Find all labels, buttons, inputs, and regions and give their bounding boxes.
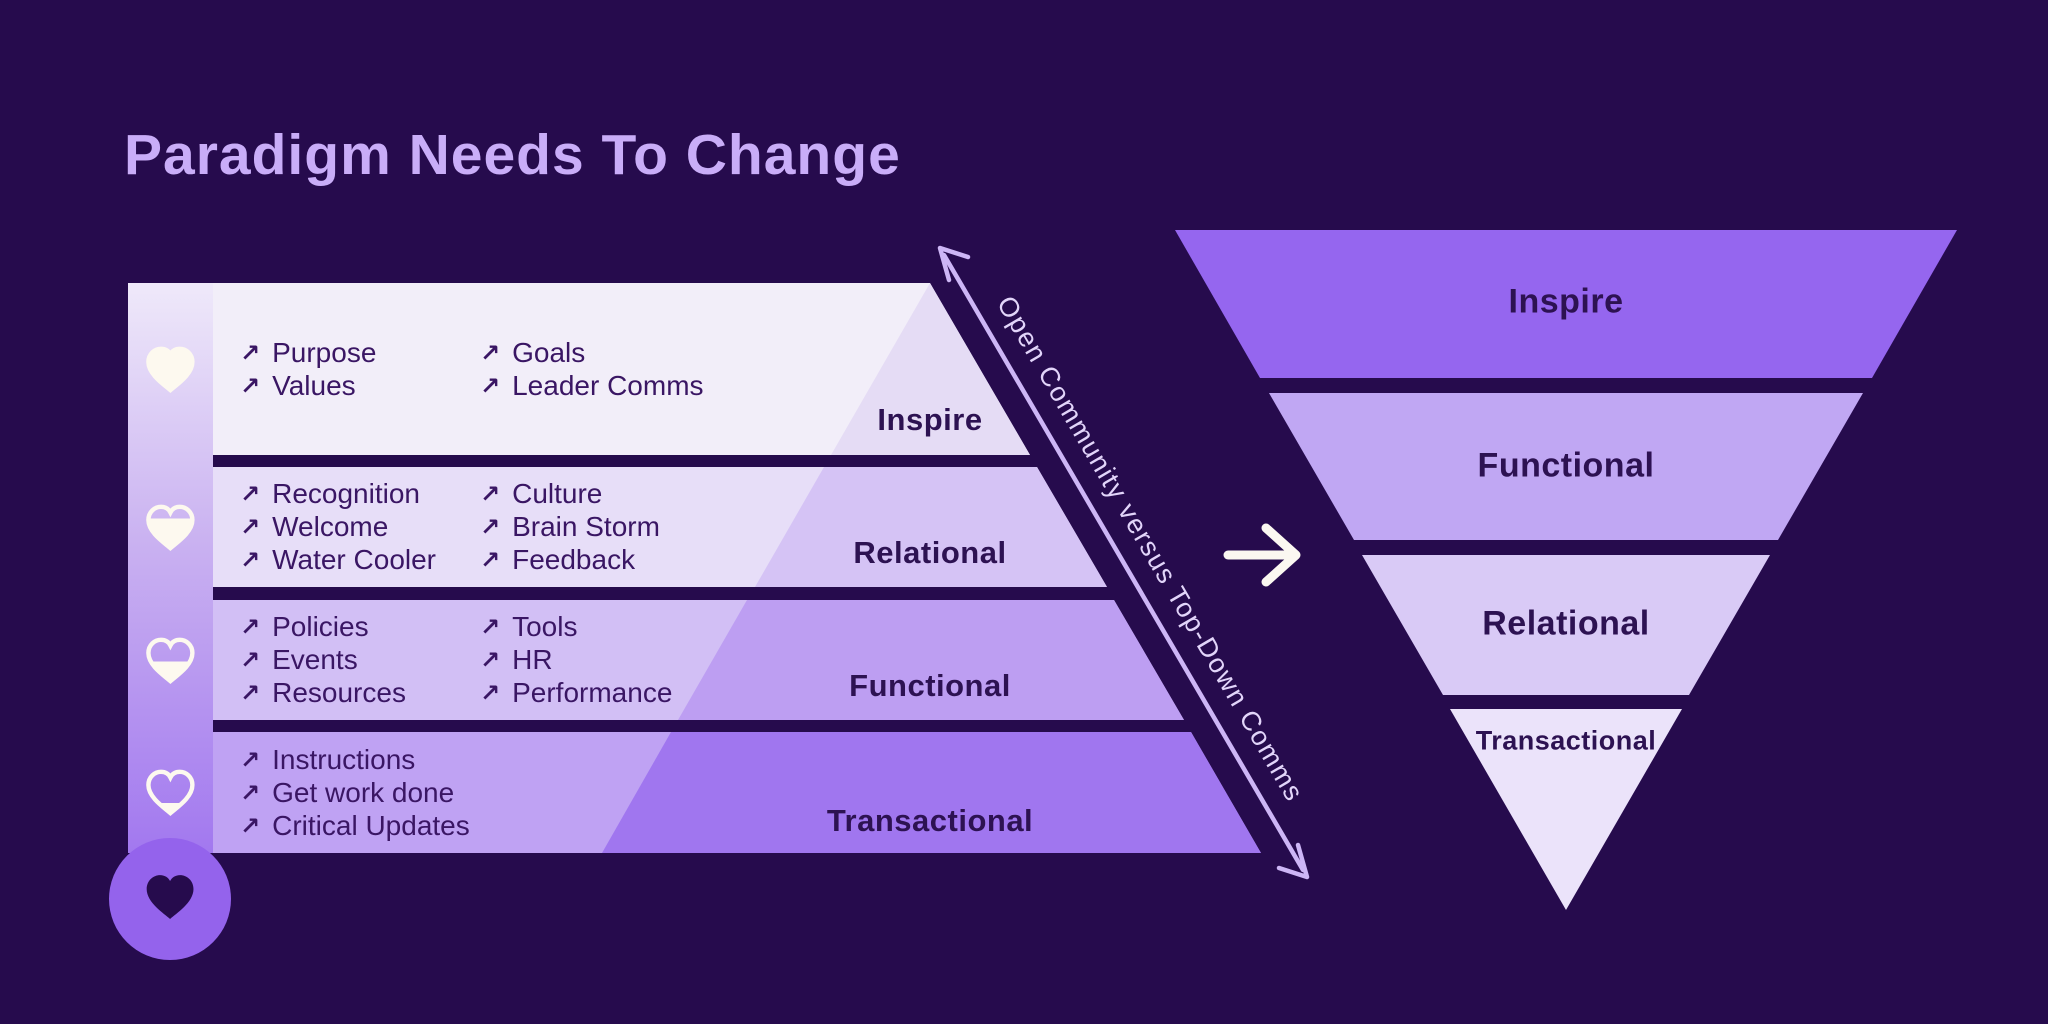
left-level-label-transactional: Transactional — [826, 803, 1034, 838]
up-right-arrow-icon: ↗ — [480, 646, 501, 674]
list-item: ↗ Welcome — [240, 511, 480, 544]
up-right-arrow-icon: ↗ — [240, 371, 261, 400]
list-item: ↗ Water Cooler — [240, 544, 480, 577]
items-column: ↗ Policies ↗ Events ↗ Resources — [240, 611, 480, 710]
item-label: Leader Comms — [512, 369, 704, 401]
items-column: ↗ Goals ↗ Leader Comms — [480, 336, 704, 402]
up-right-arrow-icon: ↗ — [240, 338, 261, 367]
item-label: Welcome — [272, 511, 389, 542]
item-label: Purpose — [272, 336, 377, 368]
list-item: ↗ Events — [240, 644, 480, 677]
list-item: ↗ Tools — [480, 611, 672, 644]
list-item: ↗ Brain Storm — [480, 511, 660, 544]
item-label: Instructions — [272, 743, 416, 775]
up-right-arrow-icon: ↗ — [240, 513, 261, 541]
row-inspire-items: ↗ Purpose ↗ Values ↗ Goals ↗ Leader Comms — [240, 283, 704, 455]
item-label: Values — [272, 369, 356, 401]
items-column: ↗ Instructions ↗ Get work done ↗ Critical U… — [240, 743, 480, 842]
up-right-arrow-icon: ↗ — [240, 745, 261, 774]
list-item: ↗ Values — [240, 369, 480, 402]
up-right-arrow-icon: ↗ — [480, 371, 501, 400]
list-item: ↗ HR — [480, 644, 672, 677]
items-column: ↗ Purpose ↗ Values — [240, 336, 480, 402]
list-item: ↗ Instructions — [240, 743, 480, 776]
up-right-arrow-icon: ↗ — [240, 679, 261, 707]
up-right-arrow-icon: ↗ — [480, 338, 501, 367]
right-level-relational-band — [1362, 555, 1770, 695]
item-label: Goals — [512, 336, 586, 368]
row-functional-items: ↗ Policies ↗ Events ↗ Resources ↗ Tools ↗ HR … — [240, 600, 672, 720]
list-item: ↗ Recognition — [240, 478, 480, 511]
item-label: Recognition — [272, 478, 420, 509]
pyramid-overlay-inspire — [831, 283, 1030, 455]
up-right-arrow-icon: ↗ — [240, 778, 261, 807]
right-level-label-inspire: Inspire — [1508, 282, 1624, 321]
up-right-arrow-icon: ↗ — [240, 613, 261, 641]
left-level-label-functional: Functional — [849, 668, 1011, 703]
right-level-functional-band — [1269, 393, 1863, 540]
up-right-arrow-icon: ↗ — [480, 546, 501, 574]
up-right-arrow-icon: ↗ — [240, 546, 261, 574]
left-level-label-inspire: Inspire — [877, 402, 983, 437]
up-right-arrow-icon: ↗ — [480, 480, 501, 508]
list-item: ↗ Feedback — [480, 544, 660, 577]
item-label: Feedback — [512, 544, 636, 575]
item-label: Water Cooler — [272, 544, 437, 575]
up-right-arrow-icon: ↗ — [480, 513, 501, 541]
right-level-inspire-band — [1175, 230, 1957, 378]
list-item: ↗ Purpose — [240, 336, 480, 369]
item-label: Performance — [512, 677, 673, 708]
up-right-arrow-icon: ↗ — [240, 480, 261, 508]
items-column: ↗ Recognition ↗ Welcome ↗ Water Cooler — [240, 478, 480, 577]
list-item: ↗ Resources — [240, 677, 480, 710]
items-column: ↗ Tools ↗ HR ↗ Performance — [480, 611, 672, 710]
list-item: ↗ Goals — [480, 336, 704, 369]
right-level-transactional-band — [1450, 709, 1682, 910]
up-right-arrow-icon: ↗ — [240, 646, 261, 674]
list-item: ↗ Culture — [480, 478, 660, 511]
item-label: HR — [512, 644, 553, 675]
list-item: ↗ Critical Updates — [240, 809, 480, 842]
item-label: Policies — [272, 611, 369, 642]
item-label: Critical Updates — [272, 809, 470, 841]
right-level-label-relational: Relational — [1482, 604, 1650, 643]
item-label: Resources — [272, 677, 406, 708]
list-item: ↗ Leader Comms — [480, 369, 704, 402]
list-item: ↗ Get work done — [240, 776, 480, 809]
list-item: ↗ Policies — [240, 611, 480, 644]
page-title: Paradigm Needs To Change — [124, 123, 901, 187]
item-label: Tools — [512, 611, 578, 642]
up-right-arrow-icon: ↗ — [240, 811, 261, 840]
item-label: Culture — [512, 478, 603, 509]
row-relational-items: ↗ Recognition ↗ Welcome ↗ Water Cooler ↗ Cul… — [240, 467, 660, 587]
item-label: Brain Storm — [512, 511, 660, 542]
right-arrow-icon — [1223, 523, 1301, 587]
axis-arrow — [937, 245, 1310, 880]
pyramid-overlay-functional — [678, 600, 1184, 720]
up-right-arrow-icon: ↗ — [480, 679, 501, 707]
items-column: ↗ Culture ↗ Brain Storm ↗ Feedback — [480, 478, 660, 577]
pyramid-overlay-relational — [755, 467, 1107, 587]
right-level-label-transactional: Transactional — [1475, 725, 1657, 756]
right-level-label-functional: Functional — [1477, 446, 1655, 485]
row-inspire-band — [213, 283, 1030, 455]
list-item: ↗ Performance — [480, 677, 672, 710]
item-label: Events — [272, 644, 358, 675]
item-label: Get work done — [272, 776, 455, 808]
row-transactional-items: ↗ Instructions ↗ Get work done ↗ Critical U… — [240, 732, 480, 853]
pyramid-overlay-transactional — [602, 732, 1261, 853]
up-right-arrow-icon: ↗ — [480, 613, 501, 641]
left-level-label-relational: Relational — [853, 535, 1007, 570]
